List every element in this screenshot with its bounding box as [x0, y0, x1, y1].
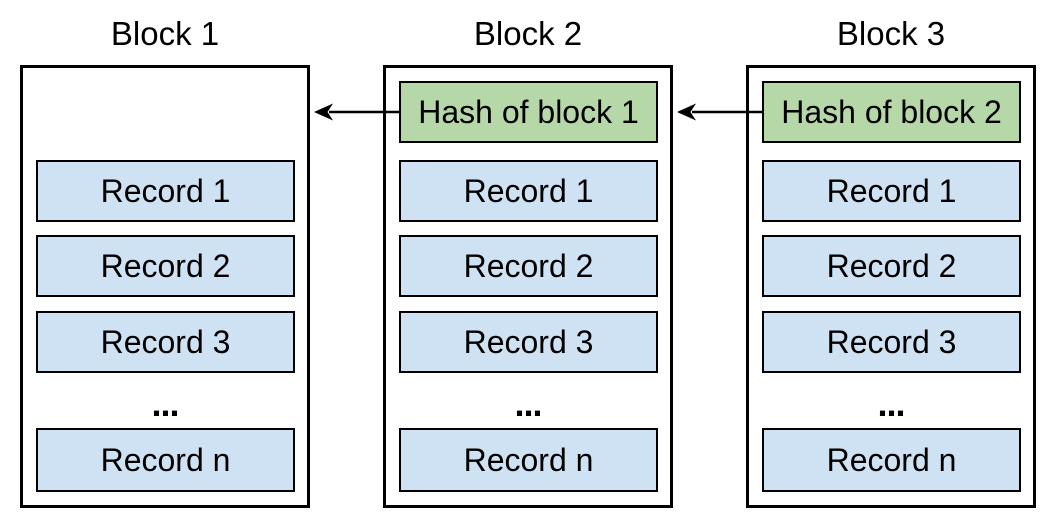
block-2: Block 2 Hash of block 1 Record 1 Record …: [383, 0, 673, 530]
record-box: Record 3: [762, 311, 1021, 373]
block-1-frame: Record 1 Record 2 Record 3 ... Record n: [20, 65, 310, 508]
record-box: Record 2: [399, 235, 658, 297]
record-box: Record 3: [399, 311, 658, 373]
block-1-title: Block 1: [110, 15, 220, 52]
record-box: Record n: [762, 428, 1021, 492]
hash-box: Hash of block 1: [399, 81, 658, 143]
record-box: Record 2: [36, 235, 295, 297]
record-box: Record 1: [762, 160, 1021, 222]
record-box: Record n: [399, 428, 658, 492]
block-3-frame: Hash of block 2 Record 1 Record 2 Record…: [746, 65, 1036, 508]
block-2-title: Block 2: [473, 15, 583, 52]
record-box: Record 3: [36, 311, 295, 373]
record-box: Record 1: [36, 160, 295, 222]
records-ellipsis: ...: [877, 383, 905, 424]
records-ellipsis: ...: [514, 383, 542, 424]
block-3: Block 3 Hash of block 2 Record 1 Record …: [746, 0, 1036, 530]
record-box: Record n: [36, 428, 295, 492]
block-1: Block 1 Record 1 Record 2 Record 3 ... R…: [20, 0, 310, 530]
record-box: Record 1: [399, 160, 658, 222]
record-box: Record 2: [762, 235, 1021, 297]
block-3-title: Block 3: [836, 15, 946, 52]
records-ellipsis: ...: [151, 383, 179, 424]
hash-box: Hash of block 2: [762, 81, 1021, 143]
block-2-frame: Hash of block 1 Record 1 Record 2 Record…: [383, 65, 673, 508]
